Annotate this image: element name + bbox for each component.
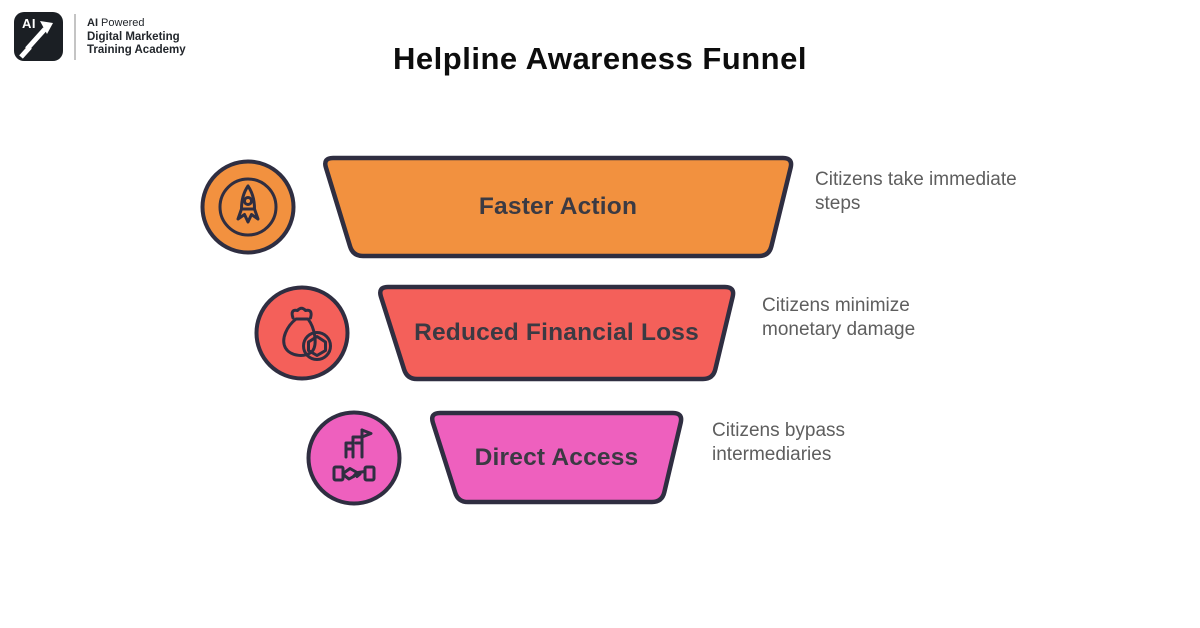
- brand-tagline-rest: Powered: [98, 17, 145, 30]
- rocket-icon: [200, 159, 296, 255]
- logo-ai-text: AI: [22, 16, 36, 31]
- brand-name-line2: Training Academy: [87, 44, 186, 57]
- funnel-desc-reduced-financial-loss: Citizens minimize monetary damage: [762, 295, 916, 340]
- brand-divider: [74, 13, 76, 60]
- funnel-segment-faster-action: [323, 155, 794, 259]
- brand-header: AI AI Powered Digital Marketing Training…: [14, 12, 186, 61]
- brand-tagline-bold: AI: [87, 17, 98, 30]
- brand-name-line1: Digital Marketing: [87, 30, 180, 43]
- funnel-desc-faster-action: Citizens take immediate steps: [815, 169, 1017, 214]
- funnel-label-direct-access: Direct Access: [474, 443, 639, 471]
- funnel-segment-reduced-financial-loss: [378, 284, 736, 382]
- growth-arrow-icon: [19, 21, 53, 59]
- funnel-desc-direct-access: Citizens bypass intermediaries: [712, 420, 846, 465]
- page-title: Helpline Awareness Funnel: [393, 41, 807, 76]
- brand-name: AI Powered Digital Marketing Training Ac…: [87, 15, 186, 58]
- funnel-label-reduced-financial-loss: Reduced Financial Loss: [414, 319, 699, 346]
- handshake-building-icon: [306, 410, 402, 506]
- brand-tagline: AI Powered: [87, 17, 186, 31]
- money-bag-icon: [254, 285, 350, 381]
- funnel-label-faster-action: Faster Action: [478, 193, 638, 220]
- funnel-segment-direct-access: [429, 410, 684, 505]
- brand-logo-mark: AI: [14, 12, 63, 61]
